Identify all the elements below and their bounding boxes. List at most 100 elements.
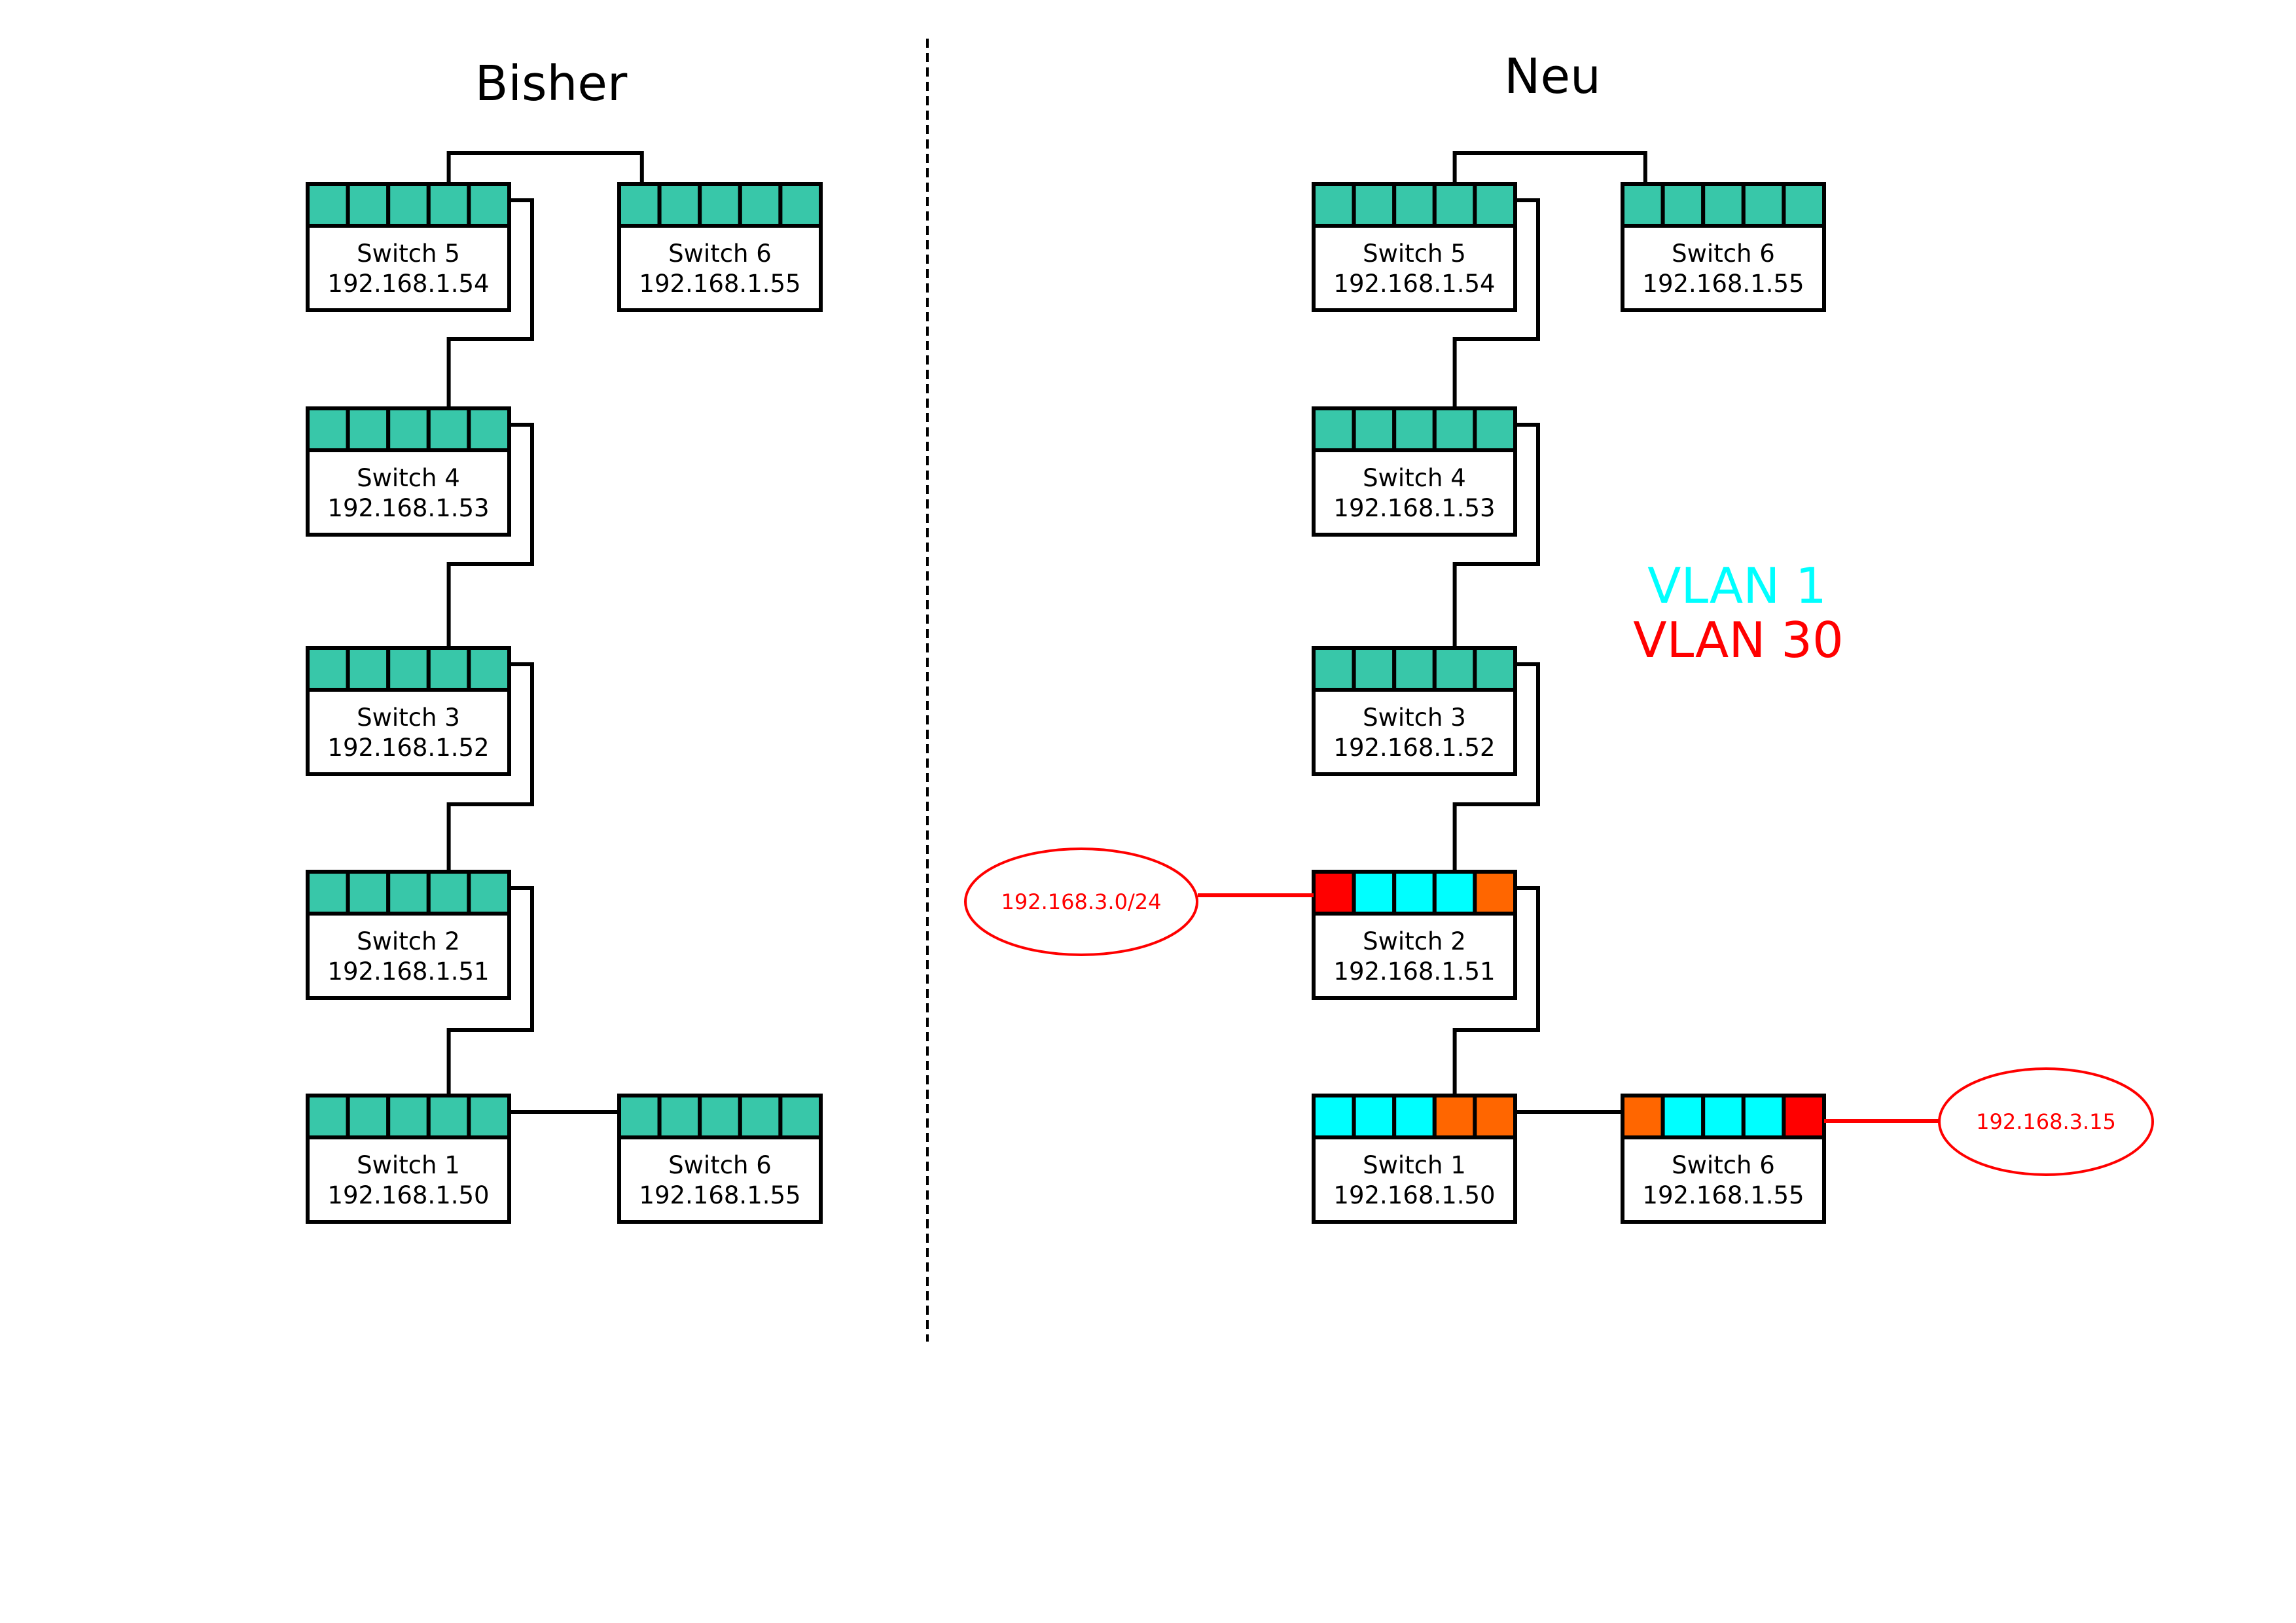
- port-2-default[interactable]: [346, 646, 391, 692]
- port-3-default[interactable]: [386, 870, 431, 916]
- switch-name: Switch 5: [357, 240, 460, 268]
- port-4-default[interactable]: [1432, 646, 1477, 692]
- port-3-default[interactable]: [1701, 182, 1746, 228]
- switch-name: Switch 1: [357, 1151, 460, 1179]
- network-ellipse: [964, 847, 1198, 956]
- port-4-default[interactable]: [1432, 182, 1477, 228]
- port-1-default[interactable]: [306, 182, 350, 228]
- port-3-vlan1[interactable]: [1701, 1094, 1746, 1139]
- port-2-default[interactable]: [657, 1094, 702, 1139]
- port-4-default[interactable]: [738, 182, 783, 228]
- port-1-default[interactable]: [306, 1094, 350, 1139]
- network-node[interactable]: 192.168.3.15: [1824, 1067, 2154, 1176]
- port-5-trunk[interactable]: [1473, 1094, 1517, 1139]
- switch-name: Switch 2: [357, 927, 460, 955]
- port-4-default[interactable]: [426, 1094, 471, 1139]
- port-1-trunk[interactable]: [1621, 1094, 1665, 1139]
- port-2-default[interactable]: [346, 870, 391, 916]
- switch-ip: 192.168.1.52: [1333, 734, 1495, 762]
- port-2-default[interactable]: [1352, 646, 1397, 692]
- network-node[interactable]: 192.168.3.0/24: [964, 847, 1314, 956]
- port-5-default[interactable]: [1473, 182, 1517, 228]
- port-4-default[interactable]: [426, 182, 471, 228]
- port-5-default[interactable]: [467, 870, 512, 916]
- port-1-default[interactable]: [617, 1094, 662, 1139]
- port-3-default[interactable]: [1392, 406, 1437, 452]
- port-2-default[interactable]: [657, 182, 702, 228]
- port-5-default[interactable]: [467, 646, 512, 692]
- port-3-default[interactable]: [698, 1094, 742, 1139]
- port-5-default[interactable]: [1473, 406, 1517, 452]
- switch-name: Switch 6: [1672, 240, 1775, 268]
- port-3-default[interactable]: [386, 646, 431, 692]
- port-5-default[interactable]: [467, 182, 512, 228]
- port-5-default[interactable]: [778, 182, 823, 228]
- port-1-default[interactable]: [306, 870, 350, 916]
- switch-ip: 192.168.1.52: [327, 734, 489, 762]
- port-2-default[interactable]: [346, 406, 391, 452]
- port-4-default[interactable]: [426, 406, 471, 452]
- port-2-default[interactable]: [1352, 182, 1397, 228]
- port-1-default[interactable]: [306, 406, 350, 452]
- switch-name: Switch 6: [668, 1151, 772, 1179]
- port-4-default[interactable]: [426, 646, 471, 692]
- port-1-default[interactable]: [1312, 182, 1356, 228]
- port-3-default[interactable]: [1392, 646, 1437, 692]
- port-4-vlan1[interactable]: [1741, 1094, 1786, 1139]
- port-5-default[interactable]: [1473, 646, 1517, 692]
- port-4-default[interactable]: [1741, 182, 1786, 228]
- port-3-vlan1[interactable]: [1392, 1094, 1437, 1139]
- port-5-default[interactable]: [1782, 182, 1826, 228]
- port-1-default[interactable]: [617, 182, 662, 228]
- port-2-vlan1[interactable]: [1352, 870, 1397, 916]
- port-3-default[interactable]: [386, 182, 431, 228]
- port-5-vlan30[interactable]: [1782, 1094, 1826, 1139]
- port-4-vlan1[interactable]: [1432, 870, 1477, 916]
- port-4-default[interactable]: [1432, 406, 1477, 452]
- port-1-vlan30[interactable]: [1312, 870, 1356, 916]
- port-5-default[interactable]: [778, 1094, 823, 1139]
- port-2-default[interactable]: [346, 1094, 391, 1139]
- port-1-vlan1[interactable]: [1312, 1094, 1356, 1139]
- port-5-trunk[interactable]: [1473, 870, 1517, 916]
- port-2-default[interactable]: [1660, 182, 1706, 228]
- port-2-vlan1[interactable]: [1660, 1094, 1706, 1139]
- port-1-default[interactable]: [1312, 646, 1356, 692]
- port-2-default[interactable]: [1352, 406, 1397, 452]
- port-2-vlan1[interactable]: [1352, 1094, 1397, 1139]
- port-4-trunk[interactable]: [1432, 1094, 1477, 1139]
- port-3-default[interactable]: [698, 182, 742, 228]
- switch-ip: 192.168.1.51: [327, 957, 489, 986]
- switch-name: Switch 2: [1363, 927, 1466, 955]
- port-2-default[interactable]: [346, 182, 391, 228]
- uplink-cable: [1452, 423, 1540, 666]
- port-3-vlan1[interactable]: [1392, 870, 1437, 916]
- port-1-default[interactable]: [1312, 406, 1356, 452]
- port-4-default[interactable]: [426, 870, 471, 916]
- port-5-default[interactable]: [467, 1094, 512, 1139]
- port-3-default[interactable]: [386, 1094, 431, 1139]
- port-3-default[interactable]: [386, 406, 431, 452]
- port-1-default[interactable]: [1621, 182, 1665, 228]
- switch-ip: 192.168.1.53: [327, 494, 489, 522]
- port-5-default[interactable]: [467, 406, 512, 452]
- port-4-default[interactable]: [738, 1094, 783, 1139]
- port-1-default[interactable]: [306, 646, 350, 692]
- port-3-default[interactable]: [1392, 182, 1437, 228]
- switch-name: Switch 5: [1363, 240, 1466, 268]
- network-label: 192.168.3.0/24: [1001, 889, 1162, 914]
